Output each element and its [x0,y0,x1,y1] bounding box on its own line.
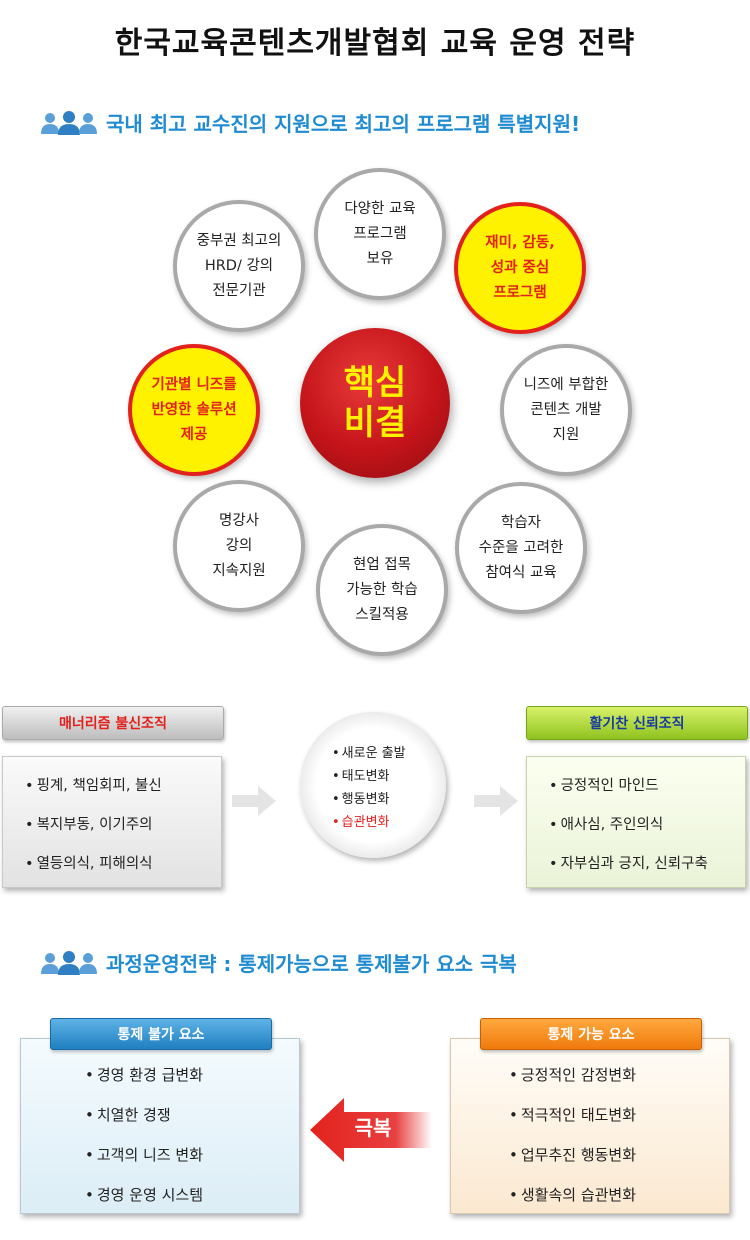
list-item: 핑계, 책임회피, 불신 [25,767,221,806]
section-heading-text: 과정운영전략 : 통제가능으로 통제불가 요소 극복 [106,952,517,976]
list-item: 치열한 경쟁 [85,1095,299,1135]
circle-diverse-programs: 다양한 교육 프로그램 보유 [314,168,446,300]
controllable-label: 통제 가능 요소 [480,1018,702,1050]
list-item: 고객의 니즈 변화 [85,1135,299,1175]
list-item: 자부심과 긍지, 신뢰구축 [549,845,745,884]
vitality-label: 활기찬 신뢰조직 [526,706,748,740]
core-secret-circle: 핵심 비결 [300,328,450,478]
arrow-right-icon [232,786,276,816]
list-item: 새로운 출발 [332,742,406,765]
list-item: 경영 운영 시스템 [85,1175,299,1215]
uncontrollable-label: 통제 불가 요소 [50,1018,272,1050]
mannerism-label: 매너리즘 불신조직 [2,706,224,740]
controllable-box: 긍정적인 감정변화 적극적인 태도변화 업무추진 행동변화 생활속의 습관변화 [450,1038,730,1214]
arrow-right-icon [474,786,518,816]
list-item: 업무추진 행동변화 [509,1135,729,1175]
list-item: 습관변화 [332,811,406,834]
people-group-icon [41,110,97,135]
list-item: 긍정적인 마인드 [549,767,745,806]
list-item: 애사심, 주인의식 [549,806,745,845]
circle-custom-solution: 기관별 니즈를 반영한 솔루션 제공 [128,344,260,476]
vitality-box: 긍정적인 마인드 애사심, 주인의식 자부심과 긍지, 신뢰구축 [526,756,746,888]
list-item: 행동변화 [332,788,406,811]
people-group-icon [41,950,97,975]
circle-fun-impact-programs: 재미, 감동, 성과 중심 프로그램 [454,202,586,334]
circle-learner-level: 학습자 수준을 고려한 참여식 교육 [455,482,587,614]
mannerism-box: 핑계, 책임회피, 불신 복지부동, 이기주의 열등의식, 피해의식 [2,756,222,888]
page-title: 한국교육콘텐츠개발협회 교육 운영 전략 [114,26,636,61]
circle-skill-application: 현업 접목 가능한 학습 스킬적용 [316,524,448,656]
list-item: 적극적인 태도변화 [509,1095,729,1135]
list-item: 생활속의 습관변화 [509,1175,729,1215]
list-item: 경영 환경 급변화 [85,1055,299,1095]
section-heading-support: 국내 최고 교수진의 지원으로 최고의 프로그램 특별지원! [40,108,580,137]
circle-lecturer-support: 명강사 강의 지속지원 [173,480,305,612]
list-item: 태도변화 [332,765,406,788]
change-disc: 새로운 출발 태도변화 행동변화 습관변화 [300,712,446,858]
list-item: 열등의식, 피해의식 [25,845,221,884]
list-item: 복지부동, 이기주의 [25,806,221,845]
circle-needs-content: 니즈에 부합한 콘텐츠 개발 지원 [500,344,632,476]
list-item: 긍정적인 감정변화 [509,1055,729,1095]
uncontrollable-box: 경영 환경 급변화 치열한 경쟁 고객의 니즈 변화 경영 운영 시스템 [20,1038,300,1214]
overcome-label: 극복 [354,1116,392,1140]
arrow-left-icon [310,1098,432,1162]
section-heading-strategy: 과정운영전략 : 통제가능으로 통제불가 요소 극복 [40,948,517,977]
section-heading-text: 국내 최고 교수진의 지원으로 최고의 프로그램 특별지원! [106,112,581,136]
circle-hrd-institution: 중부권 최고의 HRD/ 강의 전문기관 [173,200,305,332]
